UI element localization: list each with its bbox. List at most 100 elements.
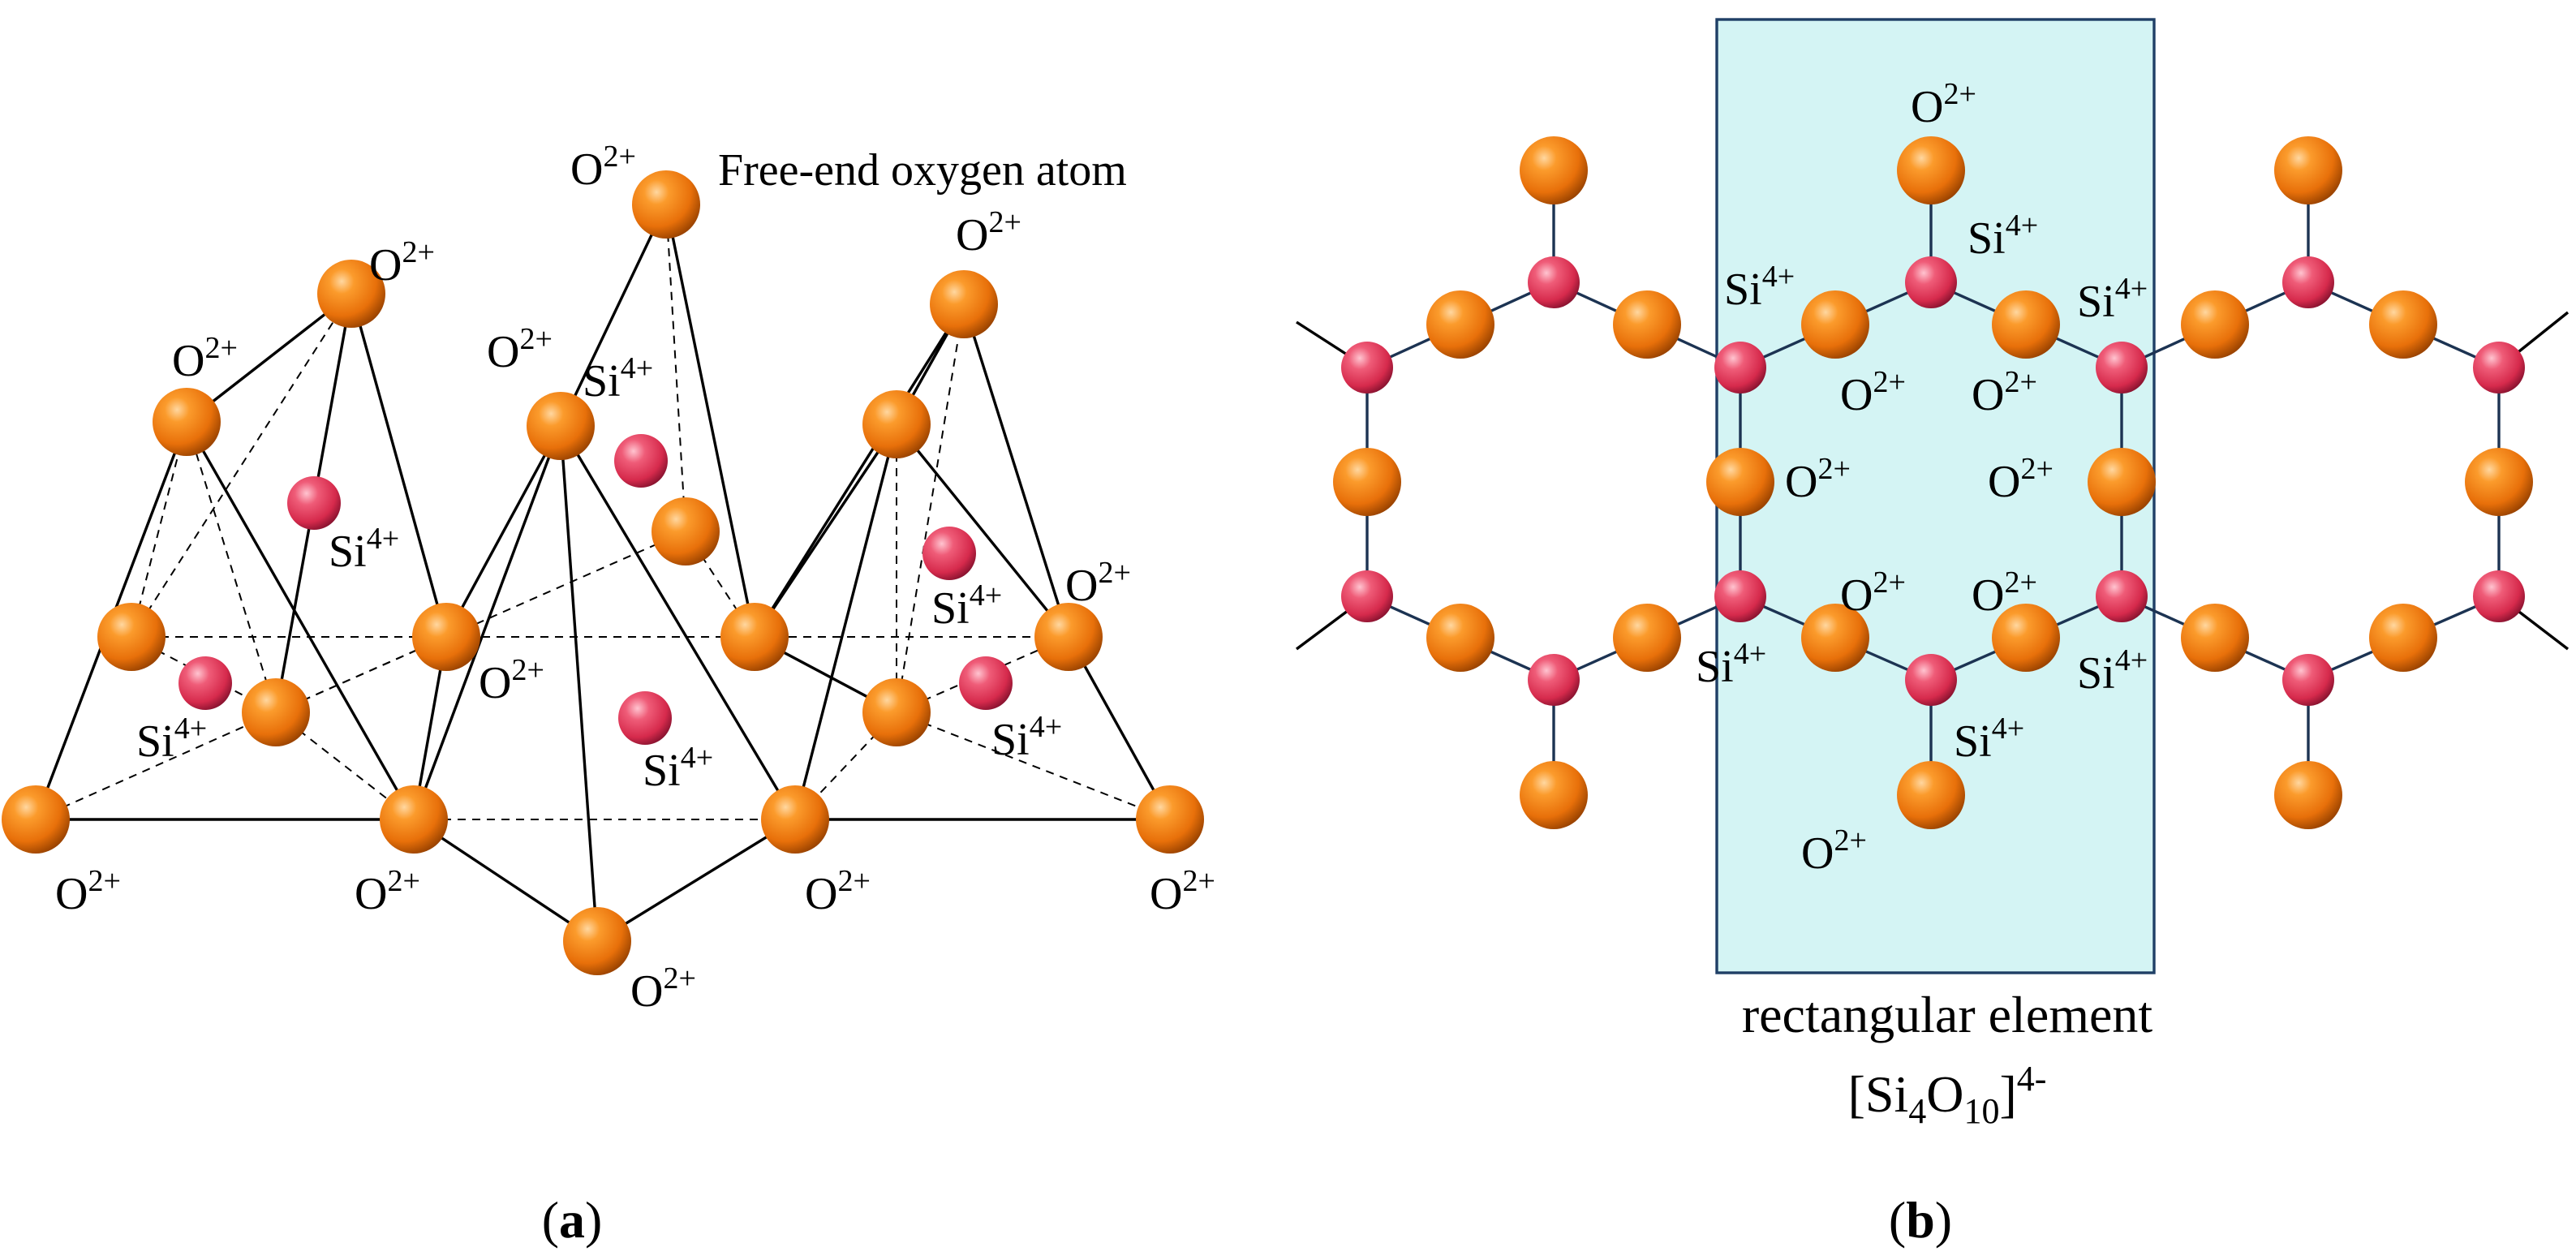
- panel-b-atoms: [1333, 136, 2533, 829]
- oxygen-label: O2+: [956, 205, 1021, 260]
- oxygen-atom: [2274, 136, 2342, 204]
- oxygen-atom: [2181, 604, 2249, 672]
- silicon-atom: [178, 656, 232, 710]
- silicon-label: Si4+: [583, 351, 653, 406]
- silicon-label: Si4+: [2077, 643, 2148, 699]
- oxygen-label: O2+: [1972, 565, 2037, 621]
- oxygen-label: O2+: [479, 653, 544, 708]
- oxygen-atom: [97, 603, 166, 671]
- silicon-atom: [1528, 256, 1580, 308]
- oxygen-atom: [1136, 785, 1204, 854]
- oxygen-label: O2+: [1065, 556, 1131, 611]
- oxygen-label: O2+: [1801, 824, 1867, 879]
- caption-a: (a): [542, 1191, 603, 1249]
- oxygen-label: O2+: [1972, 365, 2037, 420]
- oxygen-atom: [2274, 761, 2342, 829]
- caption-b: (b): [1889, 1191, 1952, 1249]
- oxygen-atom: [652, 497, 720, 565]
- oxygen-atom: [317, 260, 385, 328]
- oxygen-label: O2+: [1840, 365, 1906, 420]
- silicon-atom: [614, 434, 668, 488]
- silicon-atom: [922, 527, 976, 580]
- rectangular-element-formula: [Si4O10]4-: [1848, 1059, 2047, 1131]
- oxygen-atom: [153, 388, 221, 456]
- oxygen-label: O2+: [355, 864, 420, 919]
- oxygen-atom: [862, 390, 931, 458]
- oxygen-atom: [1992, 290, 2060, 359]
- oxygen-atom: [2465, 448, 2533, 516]
- oxygen-atom: [1706, 448, 1774, 516]
- silicon-atom: [1714, 570, 1766, 622]
- oxygen-atom: [1897, 761, 1965, 829]
- oxygen-label: O2+: [1911, 77, 1976, 132]
- oxygen-atom: [1034, 603, 1103, 671]
- oxygen-atom: [1520, 136, 1588, 204]
- silicon-atom: [2282, 654, 2334, 706]
- oxygen-label: O2+: [1988, 452, 2053, 507]
- silicon-label: Si4+: [329, 522, 399, 577]
- oxygen-atom: [2, 785, 70, 854]
- oxygen-label: O2+: [805, 864, 871, 919]
- oxygen-atom: [1520, 761, 1588, 829]
- silicon-label: Si4+: [2077, 272, 2148, 327]
- oxygen-atom: [412, 603, 480, 671]
- oxygen-atom: [930, 270, 998, 338]
- silicon-atom: [959, 656, 1013, 710]
- oxygen-label: O2+: [369, 235, 435, 290]
- silicon-label: Si4+: [931, 578, 1002, 634]
- oxygen-atom: [1801, 604, 1869, 672]
- silicon-atom: [2473, 342, 2525, 393]
- oxygen-atom: [1426, 604, 1494, 672]
- silicon-atom: [1341, 570, 1393, 622]
- oxygen-atom: [1992, 604, 2060, 672]
- silicon-atom: [2473, 570, 2525, 622]
- oxygen-atom: [1613, 604, 1681, 672]
- silicon-atom: [1905, 654, 1957, 706]
- free-end-oxygen-label: Free-end oxygen atom: [718, 145, 1127, 196]
- oxygen-atom: [1801, 290, 1869, 359]
- rectangular-element-title: rectangular element: [1742, 986, 2153, 1043]
- oxygen-atom: [563, 907, 631, 975]
- silicon-atom: [2096, 570, 2148, 622]
- oxygen-atom: [1333, 448, 1401, 516]
- silicon-atom: [2282, 256, 2334, 308]
- oxygen-label: O2+: [630, 961, 696, 1017]
- silicon-label: Si4+: [136, 712, 207, 767]
- oxygen-atom: [2088, 448, 2156, 516]
- oxygen-atom: [527, 392, 595, 460]
- oxygen-label: O2+: [1840, 565, 1906, 621]
- silicon-label: Si4+: [1696, 637, 1766, 692]
- silicon-atom: [287, 476, 341, 530]
- silicon-atom: [2096, 342, 2148, 393]
- oxygen-atom: [2369, 604, 2437, 672]
- oxygen-atom: [862, 678, 931, 746]
- silicon-atom: [618, 691, 672, 745]
- panel-b-labels: O2+ O2+ O2+ O2+ O2+ O2+ O2+ O2+ Si4+ Si4…: [1696, 77, 2152, 1249]
- silicon-label: Si4+: [1724, 260, 1795, 315]
- silicon-label: Si4+: [991, 710, 1062, 765]
- oxygen-label: O2+: [172, 331, 238, 386]
- silicon-atom: [1714, 342, 1766, 393]
- oxygen-atom: [720, 603, 789, 671]
- panel-a-solid-bonds: [34, 204, 1172, 943]
- oxygen-label: O2+: [55, 864, 121, 919]
- silicon-label: Si4+: [643, 741, 713, 796]
- oxygen-atom: [1426, 290, 1494, 359]
- silicon-atom: [1905, 256, 1957, 308]
- silicon-label: Si4+: [1967, 209, 2038, 264]
- silicon-atom: [1528, 654, 1580, 706]
- oxygen-label: O2+: [1785, 452, 1851, 507]
- oxygen-atom: [2369, 290, 2437, 359]
- oxygen-atom: [2181, 290, 2249, 359]
- silicon-label: Si4+: [1954, 712, 2024, 767]
- oxygen-atom: [632, 170, 700, 239]
- panel-a-atoms: [2, 170, 1204, 975]
- oxygen-label: O2+: [487, 322, 553, 377]
- oxygen-atom: [761, 785, 829, 854]
- oxygen-label: O2+: [570, 140, 636, 195]
- oxygen-atom: [242, 678, 310, 746]
- oxygen-label: O2+: [1150, 864, 1215, 919]
- silicon-atom: [1341, 342, 1393, 393]
- oxygen-atom: [380, 785, 448, 854]
